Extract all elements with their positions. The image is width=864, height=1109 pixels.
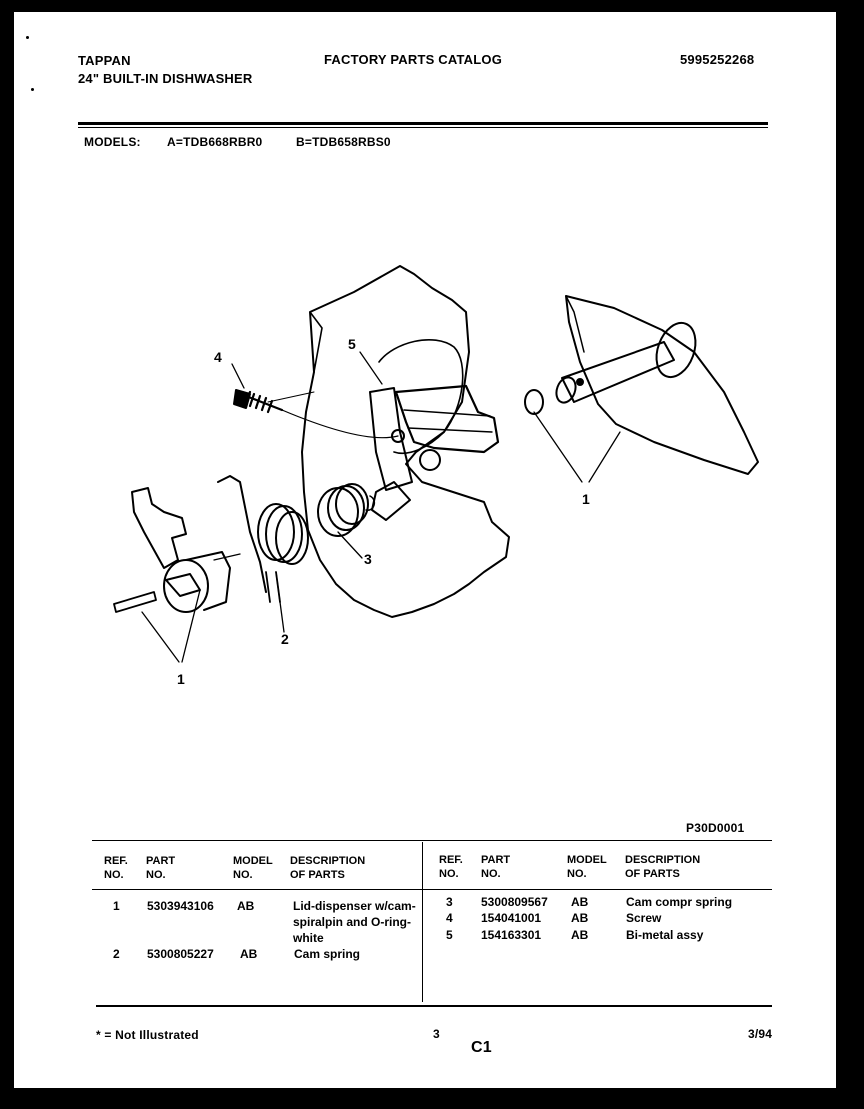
margin-mark (31, 88, 34, 91)
callout-5: 5 (348, 336, 356, 352)
table-row-part: 5303943106 (147, 899, 214, 913)
callout-1-left: 1 (177, 671, 185, 687)
spiral-pin (113, 591, 157, 613)
not-illustrated-note: * = Not Illustrated (96, 1028, 199, 1042)
table-row-ref: 4 (446, 911, 453, 925)
cam-piece (131, 487, 187, 569)
table-row-model: AB (571, 928, 589, 942)
lid-panel-recess (378, 339, 464, 454)
cam-spring-arm (217, 475, 267, 593)
header-rule-thin (78, 127, 768, 128)
col-ref-header: REF.NO. (104, 855, 128, 881)
table-divider (422, 842, 423, 1002)
section-code: C1 (471, 1039, 492, 1056)
bi-metal-screw-hole (391, 429, 405, 443)
table-row-desc: Lid-dispenser w/cam-spiralpin and O-ring… (293, 899, 416, 945)
bi-metal-bracket (369, 387, 413, 491)
table-header-rule (92, 889, 772, 890)
bi-metal-block (394, 384, 500, 454)
table-row-ref: 3 (446, 895, 453, 909)
page-number: 3 (433, 1027, 440, 1041)
figure-code: P30D0001 (686, 821, 745, 835)
table-row-ref: 2 (113, 947, 120, 961)
bi-metal-pivot (419, 449, 441, 471)
table-row-ref: 5 (446, 928, 453, 942)
shaft (561, 341, 675, 403)
lid-panel-edge (309, 311, 323, 373)
table-row-model: AB (237, 899, 255, 913)
table-row-part: 154041001 (481, 911, 542, 925)
table-row-desc: Cam compr spring (626, 895, 733, 909)
lid-panel (301, 265, 510, 618)
catalog-number: 5995252268 (680, 52, 755, 67)
catalog-page: TAPPAN 24" BUILT-IN DISHWASHER FACTORY P… (14, 12, 836, 1088)
table-row-model: AB (240, 947, 258, 961)
callout-1-right: 1 (582, 491, 590, 507)
callout-4: 4 (214, 349, 222, 365)
shield-plate (565, 295, 759, 475)
table-row-desc: Bi-metal assy (626, 928, 704, 942)
model-b: B=TDB658RBS0 (296, 135, 391, 149)
models-label: MODELS: (84, 135, 141, 149)
callout-3: 3 (364, 551, 372, 567)
table-top-rule (92, 840, 772, 841)
table-row-ref: 1 (113, 899, 120, 913)
table-row-model: AB (571, 895, 589, 909)
col-ref-header-right: REF.NO. (439, 854, 463, 880)
table-row-part: 5300805227 (147, 947, 214, 961)
product-name: 24" BUILT-IN DISHWASHER (78, 71, 253, 86)
model-a: A=TDB668RBR0 (167, 135, 263, 149)
catalog-title: FACTORY PARTS CATALOG (324, 52, 503, 67)
brand-name: TAPPAN (78, 53, 131, 68)
margin-mark (26, 36, 29, 39)
table-row-desc: Cam spring (294, 947, 361, 961)
table-row-desc: Screw (626, 911, 662, 925)
table-row-part: 154163301 (481, 928, 542, 942)
revision-date: 3/94 (748, 1027, 773, 1041)
exploded-parts-diagram: 4 5 1 2 3 1 (113, 265, 759, 687)
o-ring (524, 389, 544, 415)
callout-2: 2 (281, 631, 289, 647)
table-row-part: 5300809567 (481, 895, 548, 909)
table-bottom-rule (96, 1005, 772, 1007)
table-row-model: AB (571, 911, 589, 925)
header-rule (78, 122, 768, 125)
